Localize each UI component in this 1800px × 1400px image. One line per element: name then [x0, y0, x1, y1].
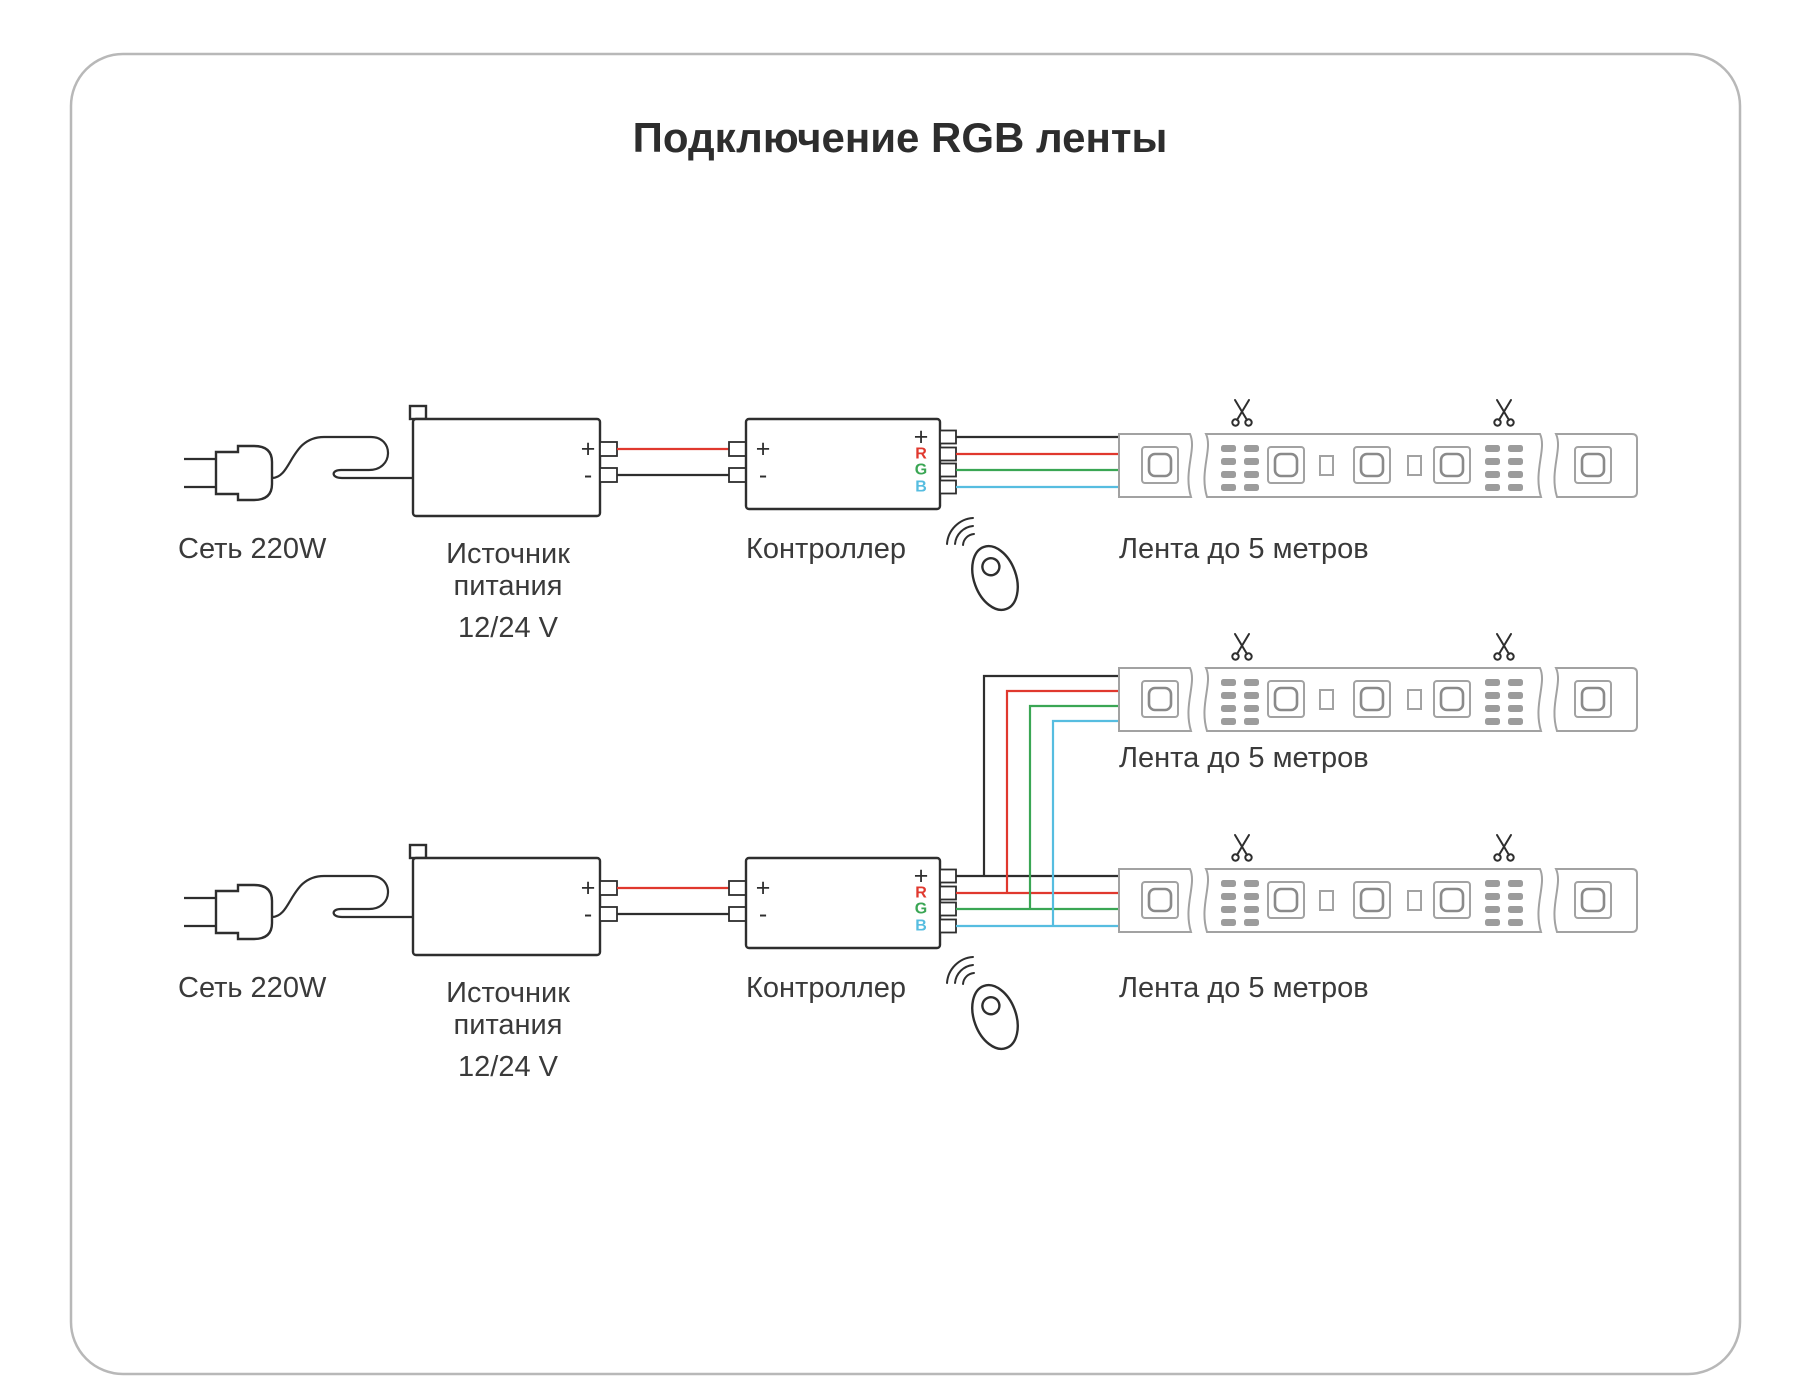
strip-label-2-upper	[1119, 742, 1369, 774]
wire-green-split	[956, 704, 1119, 911]
power-plug	[182, 874, 415, 941]
rgb-controller	[727, 856, 958, 950]
circuit-row-2	[178, 634, 1637, 1083]
wire-blue-split	[956, 719, 1119, 928]
diagram-title: Подключение RGB ленты	[633, 114, 1168, 161]
led-strip-1	[1119, 400, 1637, 497]
circuit-row-1	[178, 400, 1637, 644]
power-supply	[408, 404, 731, 518]
remote-control	[945, 516, 1028, 618]
power-supply	[408, 843, 731, 957]
caption-row-2	[178, 972, 907, 1083]
led-strip-2-upper	[1119, 634, 1637, 731]
wire-red-split	[956, 689, 1119, 895]
wire-plus-split	[956, 674, 1119, 878]
remote-control	[945, 955, 1028, 1057]
strip-label-2-lower	[1119, 972, 1369, 1004]
power-plug	[182, 435, 415, 502]
caption-row-1	[178, 533, 907, 644]
led-strip-2-lower	[1119, 835, 1637, 932]
page-border	[69, 52, 1742, 1376]
strip-label-1	[1119, 533, 1369, 565]
rgb-controller	[727, 417, 958, 511]
